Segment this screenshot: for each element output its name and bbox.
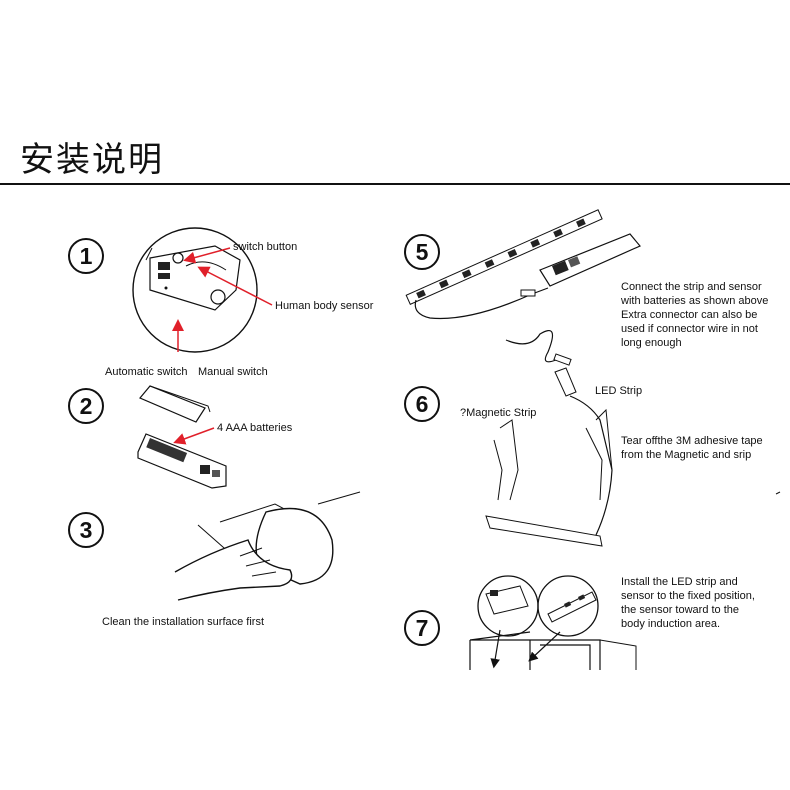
title-divider <box>0 183 790 185</box>
step-7-number: 7 <box>404 610 440 646</box>
step-7-line: Install the LED strip and <box>621 576 738 588</box>
step-3-number: 3 <box>68 512 104 548</box>
step6-tape-illustration <box>485 367 781 547</box>
step-5-line: with batteries as shown above <box>621 295 769 307</box>
manual-switch-label: Manual switch <box>198 366 268 378</box>
magnetic-strip-label: ?Magnetic Strip <box>460 407 537 419</box>
batteries-label: 4 AAA batteries <box>217 422 293 434</box>
step1-sensor-illustration <box>132 227 258 353</box>
step-5-line: Extra connector can also be <box>621 309 758 321</box>
step7-install-illustration <box>469 575 637 670</box>
step-6-number: 6 <box>404 386 440 422</box>
switch-button-label: switch button <box>233 241 298 253</box>
step-5-line: used if connector wire in not <box>621 323 758 335</box>
step-5-number: 5 <box>404 234 440 270</box>
clean-surface-label: Clean the installation surface first <box>102 616 265 628</box>
step1-arrows <box>172 247 273 352</box>
automatic-switch-label: Automatic switch <box>105 366 188 378</box>
step-6-line: Tear offthe 3M adhesive tape <box>621 435 763 447</box>
step2-battery-illustration <box>137 385 227 489</box>
step-7-line: body induction area. <box>621 618 721 630</box>
page-title: 安装说明 <box>20 140 164 180</box>
led-strip-label: LED Strip <box>595 385 643 397</box>
step-5-line: long enough <box>621 337 682 349</box>
step-5-line: Connect the strip and sensor <box>621 281 762 293</box>
step-7-line: sensor to the fixed position, <box>621 590 755 602</box>
step5-strip-illustration <box>405 209 641 366</box>
step-2-number: 2 <box>68 388 104 424</box>
step-6-line: from the Magnetic and srip <box>621 449 752 461</box>
step-1-number: 1 <box>68 238 104 274</box>
human-body-sensor-label: Human body sensor <box>275 300 374 312</box>
step-7-line: the sensor toward to the <box>621 604 740 616</box>
step3-hand-illustration <box>174 491 361 601</box>
